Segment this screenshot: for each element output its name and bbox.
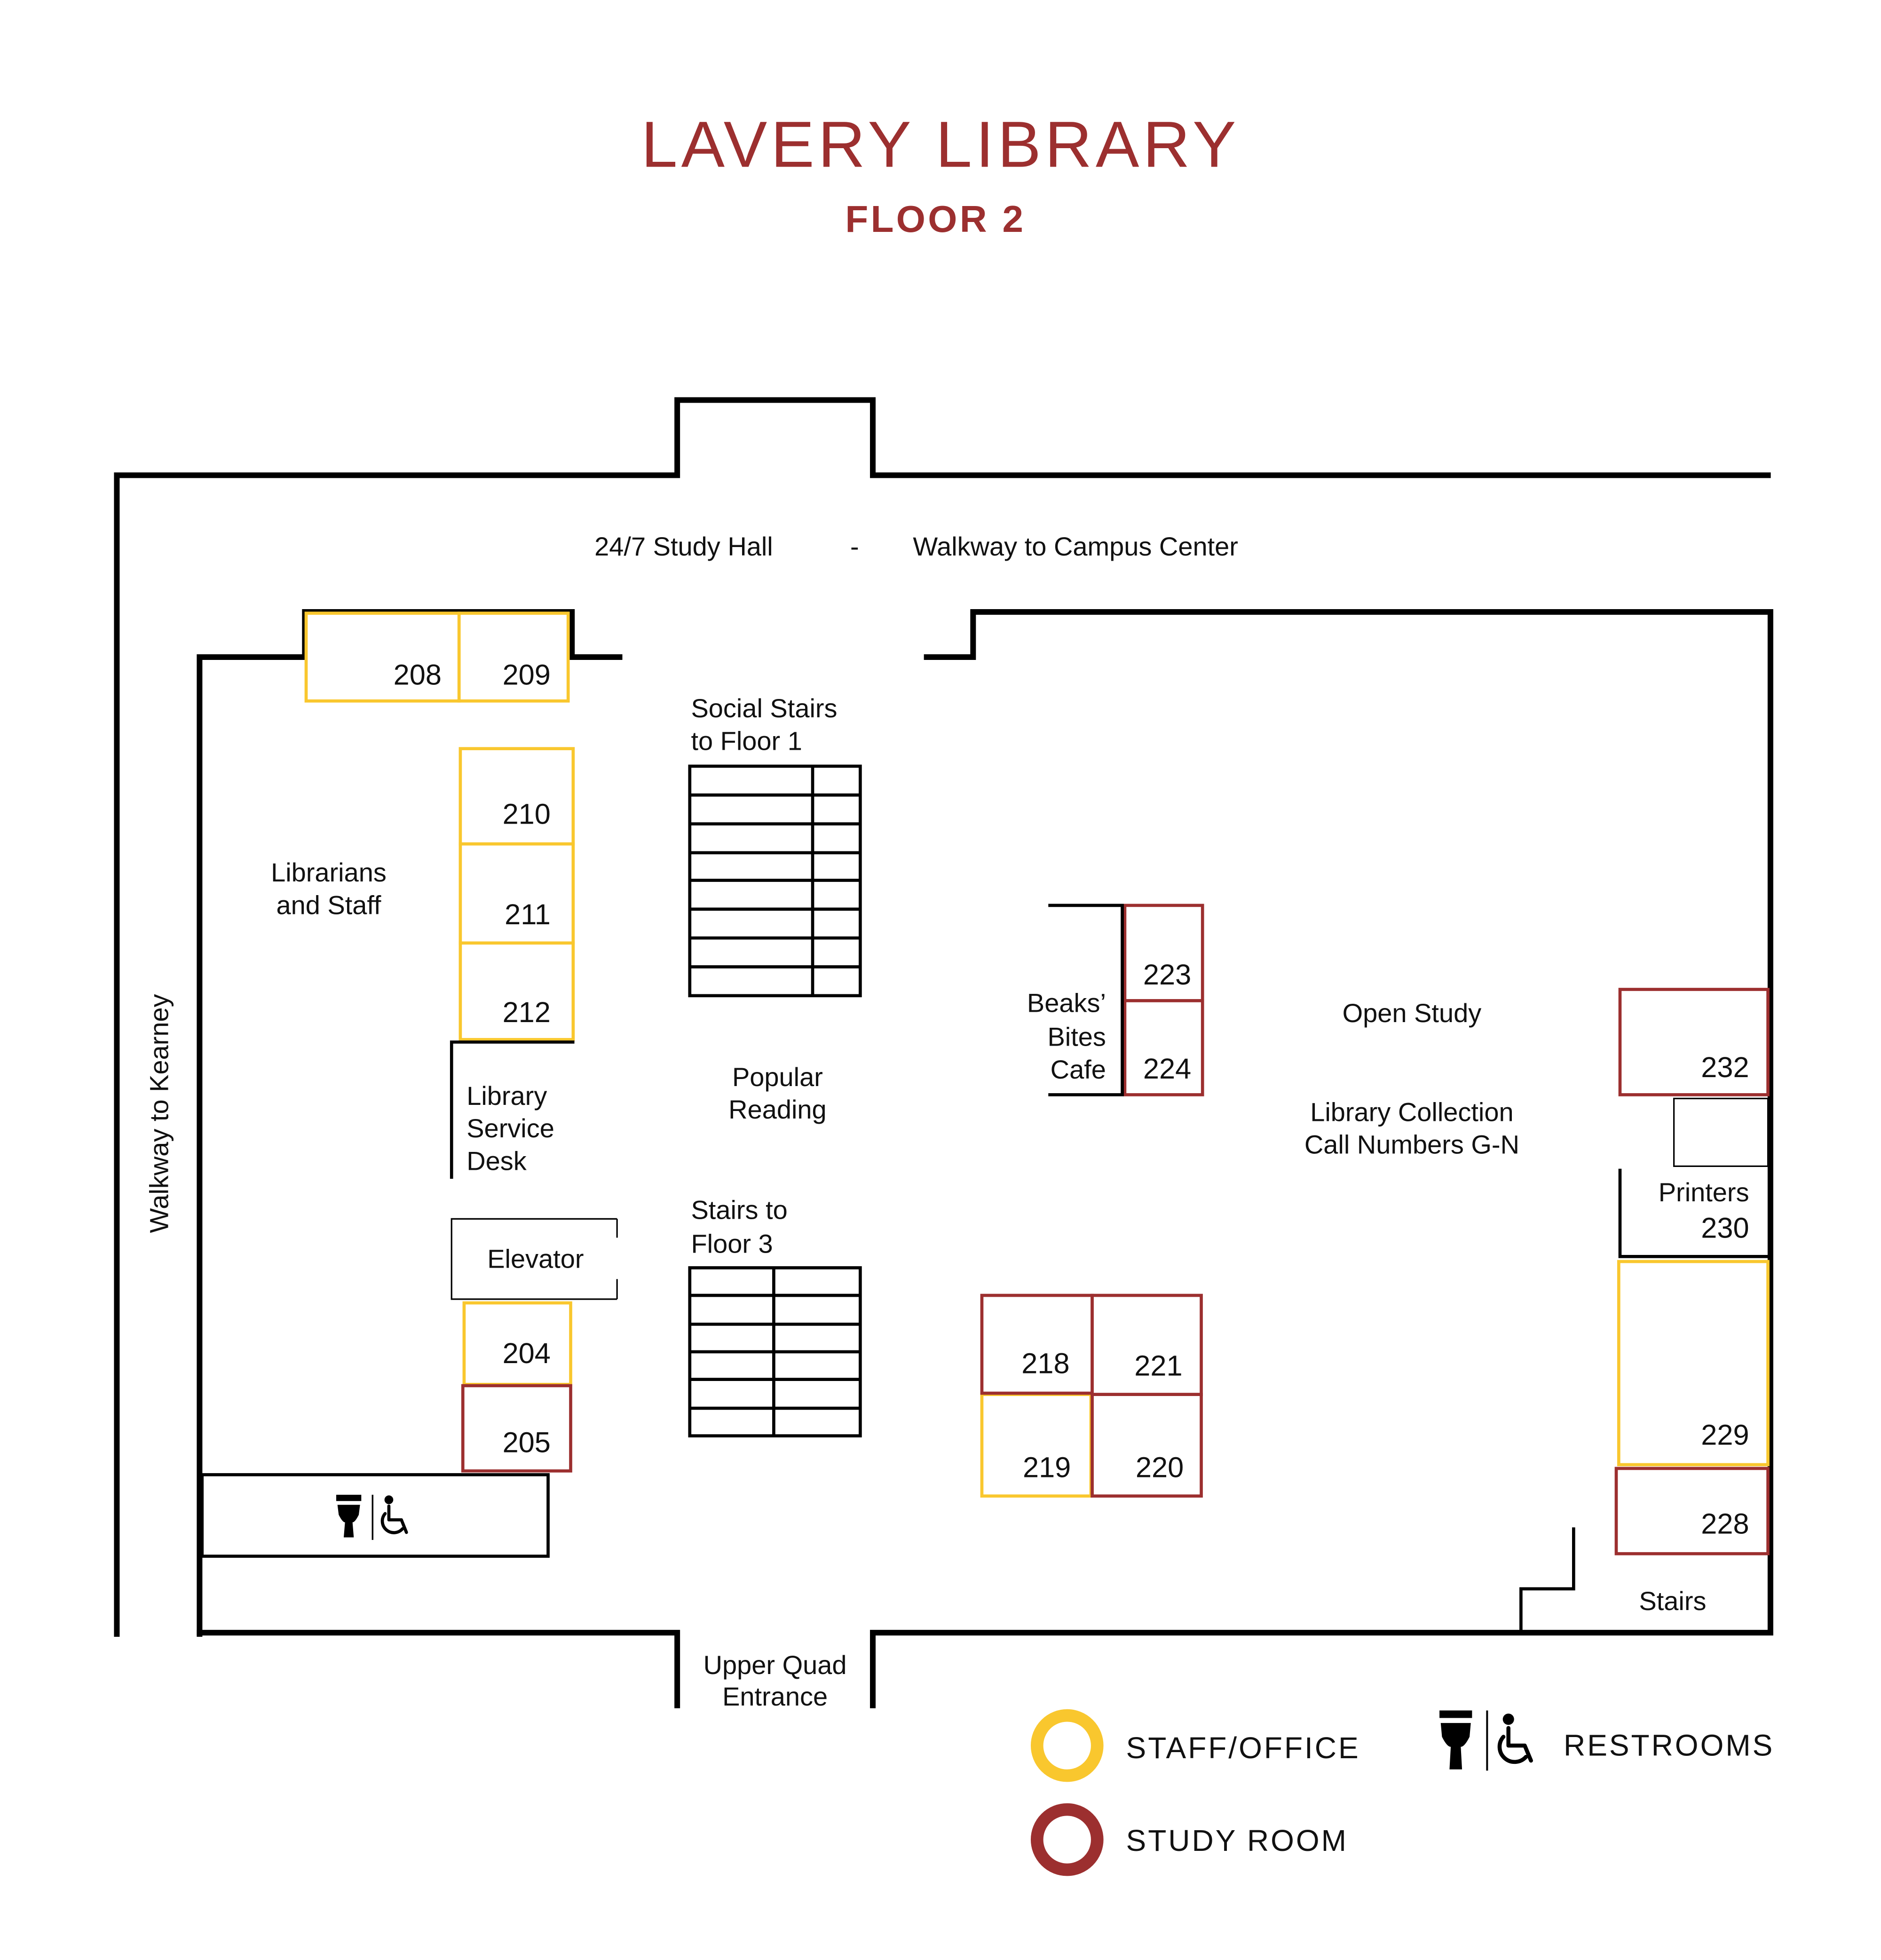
area-labels: 24/7 Study Hall - Walkway to Campus Cent…: [144, 532, 1749, 1711]
walkway-kearney-label: Walkway to Kearney: [144, 994, 174, 1233]
room-221[interactable]: [1091, 1293, 1203, 1396]
room-228[interactable]: [1614, 1467, 1770, 1555]
cafe-label-2: Bites: [1047, 1022, 1106, 1051]
open-study-label: Open Study: [1343, 998, 1482, 1028]
service-desk-label-1: Library: [466, 1081, 547, 1111]
room-number-204: 204: [503, 1337, 551, 1369]
collection-label-2: Call Numbers G-N: [1304, 1130, 1519, 1159]
entrance-label-1: Upper Quad: [703, 1650, 847, 1680]
outer-walls: [114, 397, 1773, 1708]
room-219[interactable]: [980, 1393, 1093, 1498]
room-205[interactable]: [461, 1384, 572, 1473]
room-number-205: 205: [503, 1426, 551, 1458]
service-desk-label-3: Desk: [466, 1146, 527, 1175]
walkway-campus-label: Walkway to Campus Center: [913, 532, 1238, 561]
map-title: LAVERY LIBRARY: [641, 109, 1240, 181]
room-229[interactable]: [1617, 1260, 1770, 1467]
elevator-label: Elevator: [487, 1244, 584, 1273]
wheelchair-icon: [1497, 1714, 1533, 1764]
room-number-218: 218: [1021, 1347, 1069, 1379]
room-number-208: 208: [394, 659, 442, 691]
study-legend-swatch: [1030, 1803, 1104, 1876]
room-number-229: 229: [1701, 1418, 1749, 1451]
room-number-211: 211: [505, 898, 551, 930]
social-stairs[interactable]: [688, 764, 862, 998]
staff-legend-swatch: [1030, 1709, 1104, 1782]
toilet-icon: [336, 1494, 362, 1538]
popular-reading-label-2: Reading: [728, 1095, 827, 1124]
room-number-230: 230: [1701, 1211, 1749, 1244]
staff-legend-label: STAFF/OFFICE: [1126, 1731, 1360, 1765]
stairs-label: Stairs: [1639, 1586, 1706, 1616]
legend: STAFF/OFFICE STUDY ROOM RESTROOMS: [1030, 1709, 1774, 1876]
interior-walls: [200, 904, 1769, 1633]
study-legend-label: STUDY ROOM: [1126, 1824, 1348, 1857]
social-stairs-label-2: to Floor 1: [691, 726, 802, 755]
room-208[interactable]: [304, 611, 461, 703]
room-number-221: 221: [1134, 1349, 1182, 1382]
room-number-220: 220: [1136, 1451, 1184, 1484]
room-number-210: 210: [503, 798, 551, 830]
room-204[interactable]: [462, 1301, 572, 1386]
stairs-floor-3[interactable]: [688, 1266, 862, 1437]
social-stairs-label-1: Social Stairs: [691, 693, 837, 723]
restrooms-legend-label: RESTROOMS: [1564, 1728, 1774, 1762]
librarians-label-1: Librarians: [271, 857, 387, 887]
collection-label-1: Library Collection: [1310, 1097, 1513, 1127]
stairs-floor3-label-1: Stairs to: [691, 1195, 787, 1224]
room-224[interactable]: [1123, 999, 1204, 1096]
room-232[interactable]: [1618, 988, 1770, 1096]
room-numbers: 208 209 210 211 212 204 205 218 221 219 …: [394, 659, 1749, 1540]
room-number-209: 209: [503, 659, 551, 691]
label-separator: -: [850, 532, 859, 561]
study-hall-label: 24/7 Study Hall: [594, 532, 773, 561]
cafe-label-1: Beaks’: [1027, 988, 1106, 1017]
floor-subtitle: FLOOR 2: [845, 198, 1026, 240]
room-212[interactable]: [458, 941, 575, 1041]
room-220[interactable]: [1091, 1393, 1203, 1498]
room-number-224: 224: [1143, 1052, 1191, 1085]
librarians-label-2: and Staff: [276, 890, 381, 920]
wheelchair-icon: [380, 1495, 408, 1534]
room-number-223: 223: [1143, 958, 1191, 991]
room-218[interactable]: [980, 1293, 1094, 1395]
printers-label: Printers: [1659, 1177, 1749, 1207]
entrance-label-2: Entrance: [722, 1682, 828, 1711]
toilet-icon: [1439, 1710, 1472, 1770]
restroom-on-map[interactable]: [336, 1494, 408, 1540]
room-number-219: 219: [1023, 1451, 1071, 1484]
room-number-228: 228: [1701, 1508, 1749, 1540]
room-209[interactable]: [457, 611, 570, 703]
room-number-212: 212: [503, 996, 551, 1028]
popular-reading-label-1: Popular: [732, 1062, 823, 1092]
room-211[interactable]: [458, 842, 575, 945]
cafe-label-3: Cafe: [1051, 1055, 1106, 1084]
service-desk-label-2: Service: [466, 1113, 554, 1143]
stairs-floor3-label-2: Floor 3: [691, 1229, 773, 1258]
room-number-232: 232: [1701, 1051, 1749, 1083]
